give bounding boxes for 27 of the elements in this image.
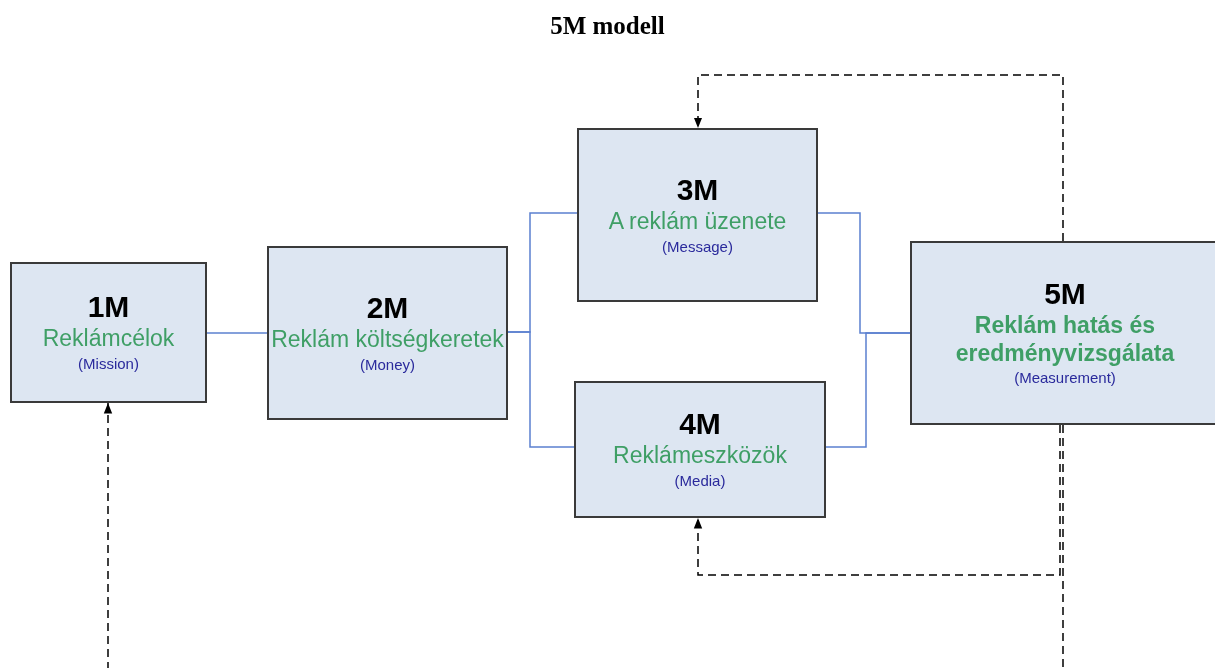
step-title: Reklám hatás és eredményvizsgálata xyxy=(954,312,1176,368)
connector-line xyxy=(206,332,268,334)
process-box xyxy=(577,128,818,302)
step-title: Reklámeszközök xyxy=(613,442,787,471)
step-number: 3M xyxy=(676,171,719,208)
step-title: A reklám üzenete xyxy=(608,207,787,236)
process-box xyxy=(267,246,508,420)
step-subtitle: (Mission) xyxy=(78,354,139,375)
step-number: 2M xyxy=(366,289,409,326)
step-subtitle: (Measurement) xyxy=(1014,368,1116,389)
step-subtitle: (Message) xyxy=(662,236,733,257)
connector-line xyxy=(507,331,575,448)
dashed-arrow xyxy=(103,402,1064,668)
step-number: 5M xyxy=(1044,276,1086,313)
step-number: 1M xyxy=(87,289,130,326)
diagram-title: 5M modell xyxy=(549,12,666,40)
step-title: Reklámcélok xyxy=(42,325,175,354)
process-box xyxy=(10,262,207,403)
step-subtitle: (Money) xyxy=(360,354,415,375)
connector-line xyxy=(825,332,911,448)
process-box xyxy=(574,381,826,518)
process-box xyxy=(910,241,1215,425)
step-subtitle: (Media) xyxy=(674,471,726,492)
dashed-arrow xyxy=(693,74,1064,242)
step-number: 4M xyxy=(679,406,721,443)
dashed-arrow xyxy=(693,424,1061,576)
step-title: Reklám költségkeretek xyxy=(271,325,504,354)
